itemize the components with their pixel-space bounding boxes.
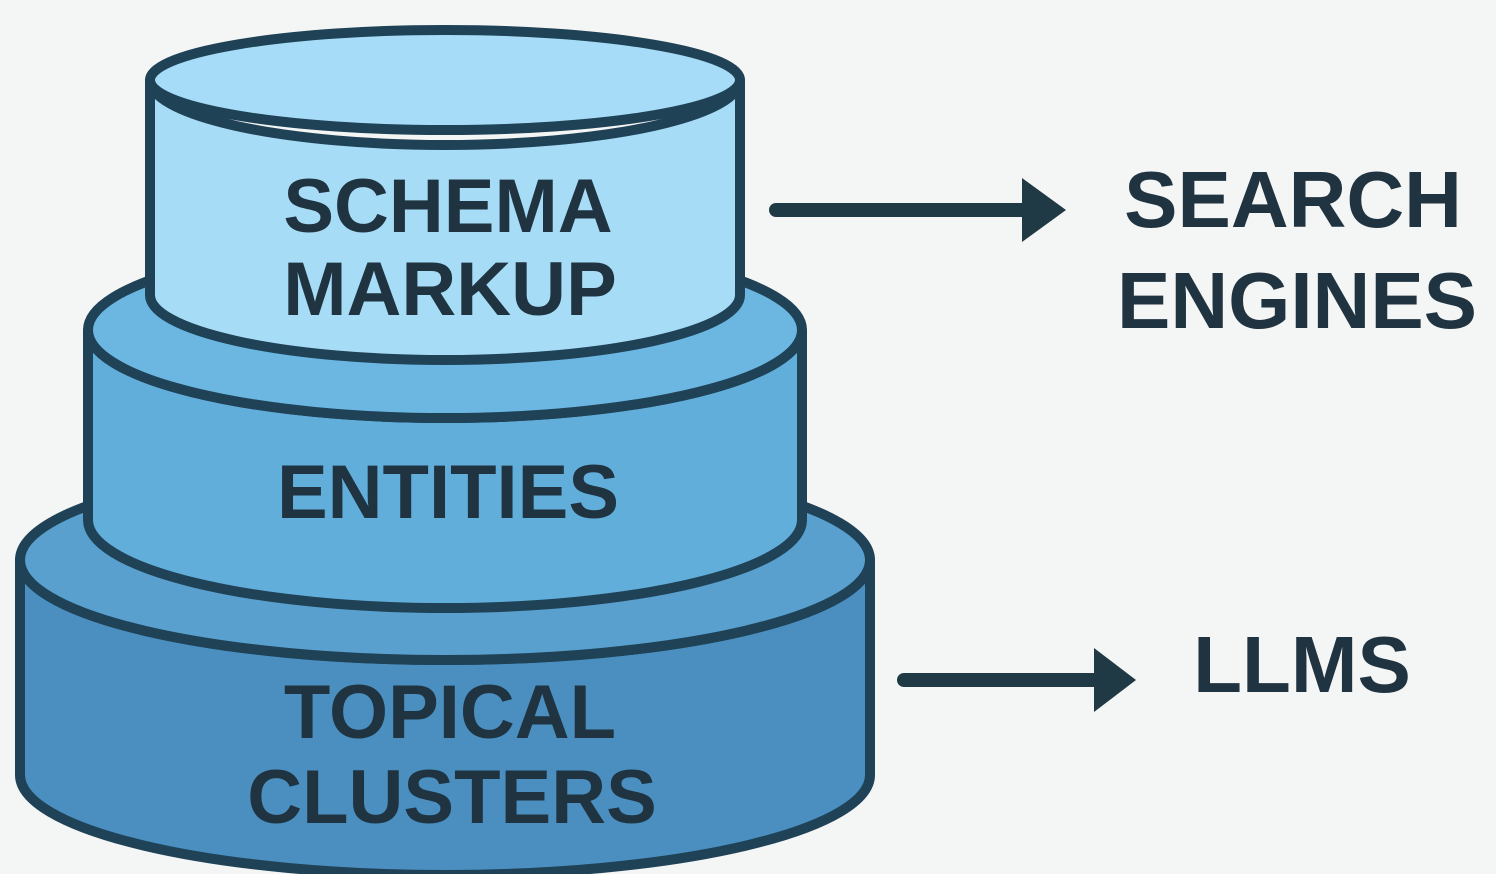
topical-clusters-label-line2: CLUSTERS: [247, 755, 657, 840]
search-engines-label: SEARCH: [1124, 155, 1462, 244]
schema-markup-label: SCHEMA: [283, 164, 612, 249]
arrow-right-icon: [897, 648, 1136, 712]
entities-label: ENTITIES: [277, 450, 619, 535]
schema-markup-label-line2: MARKUP: [283, 247, 617, 332]
topical-clusters-label: TOPICAL: [284, 670, 616, 755]
search-engines-label-line2: ENGINES: [1117, 256, 1477, 345]
llms-label: LLMS: [1193, 620, 1411, 709]
top-tier-top-face: [145, 25, 745, 135]
top-tier-body: [145, 75, 745, 365]
arrow-right-icon: [769, 178, 1066, 242]
top-tier-cylinder: [145, 25, 745, 365]
